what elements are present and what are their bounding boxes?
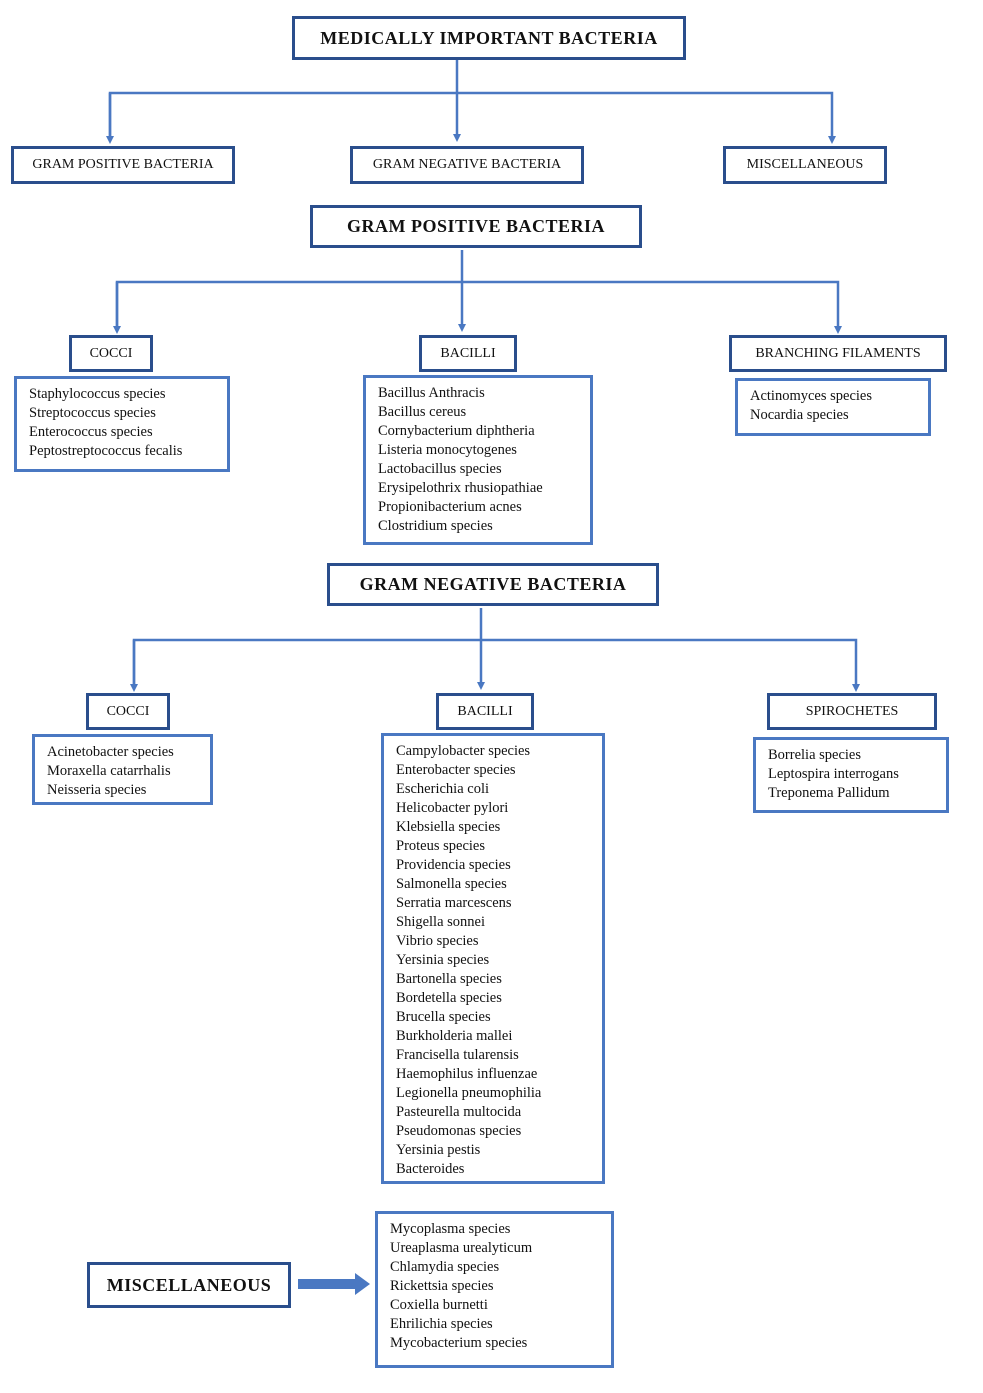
organism-item: Ehrilichia species (390, 1316, 493, 1332)
gp-branching-label: BRANCHING FILAMENTS (729, 335, 947, 372)
organism-item: Bacillus Anthracis (378, 385, 485, 401)
organism-item: Erysipelothrix rhusiopathiae (378, 480, 543, 496)
gram-positive-title: GRAM POSITIVE BACTERIA (310, 205, 642, 248)
organism-item: Enterococcus species (29, 424, 153, 440)
organism-item: Coxiella burnetti (390, 1297, 488, 1313)
branch-gram-positive: GRAM POSITIVE BACTERIA (11, 146, 235, 184)
organism-item: Bordetella species (396, 990, 502, 1006)
gn-bacilli-label: BACILLI (436, 693, 534, 730)
organism-item: Treponema Pallidum (768, 785, 890, 801)
organism-item: Yersinia species (396, 952, 490, 968)
organism-item: Salmonella species (396, 876, 507, 892)
organism-item: Providencia species (396, 857, 511, 873)
organism-item: Enterobacter species (396, 762, 516, 778)
organism-item: Escherichia coli (396, 781, 489, 797)
organism-item: Pseudomonas species (396, 1123, 522, 1139)
organism-item: Pasteurella multocida (396, 1104, 522, 1120)
organism-item: Helicobacter pylori (396, 800, 509, 816)
organism-item: Mycoplasma species (390, 1221, 511, 1237)
organism-item: Actinomyces species (750, 388, 873, 404)
organism-item: Yersinia pestis (396, 1142, 481, 1158)
gn-cocci-label: COCCI (86, 693, 170, 730)
organism-item: Vibrio species (396, 933, 479, 949)
organism-item: Nocardia species (750, 407, 849, 423)
organism-item: Proteus species (396, 838, 485, 854)
organism-item: Listeria monocytogenes (378, 442, 517, 458)
organism-item: Bartonella species (396, 971, 502, 987)
organism-item: Chlamydia species (390, 1259, 500, 1275)
organism-item: Bacteroides (396, 1161, 465, 1177)
organism-item: Lactobacillus species (378, 461, 502, 477)
organism-item: Leptospira interrogans (768, 766, 899, 782)
gp-bacilli-label: BACILLI (419, 335, 517, 372)
organism-item: Legionella pneumophilia (396, 1085, 542, 1101)
organism-item: Clostridium species (378, 518, 493, 534)
organism-item: Peptostreptococcus fecalis (29, 443, 183, 459)
organism-item: Acinetobacter species (47, 744, 174, 760)
organism-item: Mycobacterium species (390, 1335, 528, 1351)
organism-item: Bacillus cereus (378, 404, 467, 420)
organism-item: Klebsiella species (396, 819, 501, 835)
organism-item: Moraxella catarrhalis (47, 763, 171, 779)
organism-item: Borrelia species (768, 747, 862, 763)
organism-item: Neisseria species (47, 782, 147, 798)
organism-item: Streptococcus species (29, 405, 156, 421)
organism-item: Shigella sonnei (396, 914, 486, 930)
gram-negative-title: GRAM NEGATIVE BACTERIA (327, 563, 659, 606)
gp-cocci-label: COCCI (69, 335, 153, 372)
organism-item: Burkholderia mallei (396, 1028, 513, 1044)
organism-item: Rickettsia species (390, 1278, 494, 1294)
organism-item: Staphylococcus species (29, 386, 166, 402)
organism-item: Cornybacterium diphtheria (378, 423, 535, 439)
branch-gram-negative: GRAM NEGATIVE BACTERIA (350, 146, 584, 184)
organism-item: Propionibacterium acnes (378, 499, 522, 515)
main-title: MEDICALLY IMPORTANT BACTERIA (292, 16, 686, 60)
organism-item: Haemophilus influenzae (396, 1066, 538, 1082)
organism-item: Campylobacter species (396, 743, 531, 759)
organism-item: Francisella tularensis (396, 1047, 519, 1063)
misc-arrow (298, 1273, 370, 1295)
branch-miscellaneous: MISCELLANEOUS (723, 146, 887, 184)
organism-item: Ureaplasma urealyticum (390, 1240, 533, 1256)
gn-spirochetes-label: SPIROCHETES (767, 693, 937, 730)
organism-item: Serratia marcescens (396, 895, 512, 911)
miscellaneous-title: MISCELLANEOUS (87, 1262, 291, 1308)
organism-item: Brucella species (396, 1009, 491, 1025)
